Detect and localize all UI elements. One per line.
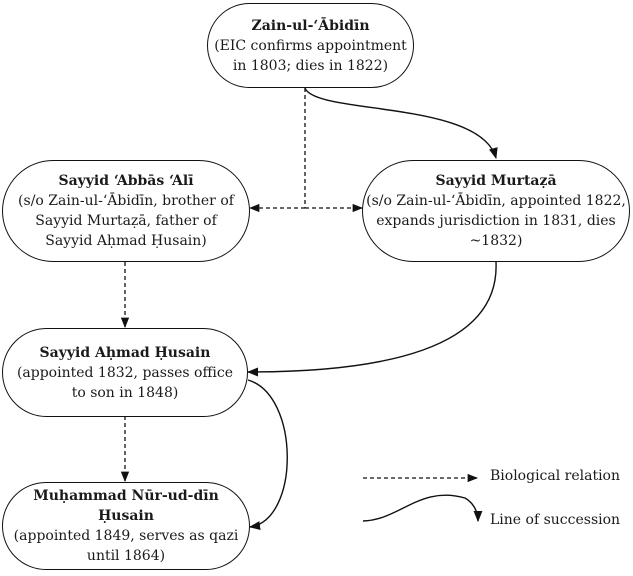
node-title: Sayyid Murtaẓā	[435, 173, 557, 189]
node-sayyid-abbas-ali: Sayyid ‘Abbās ‘Alī (s/o Zain-ul-‘Ābidīn,…	[2, 160, 250, 262]
legend-biological-label: Biological relation	[490, 468, 621, 484]
node-title: Zain-ul-‘Ābidīn	[251, 17, 370, 34]
edge-succ-ahmad-muhammad	[247, 379, 288, 531]
edge-succ-zain-murtaza	[304, 87, 498, 160]
node-title: Sayyid Aḥmad Ḥusain	[39, 344, 211, 361]
node-title: Sayyid ‘Abbās ‘Alī	[58, 173, 194, 189]
node-title: Muḥammad Nūr-ud-dīn Ḥusain	[33, 488, 219, 524]
node-muhammad-nur-ud-din-husain: Muḥammad Nūr-ud-dīn Ḥusain (appointed 18…	[2, 482, 250, 570]
legend-curved-arrow-icon	[362, 494, 483, 523]
edge-succ-murtaza-ahmad	[246, 261, 497, 377]
node-description: (appointed 1832, passes office to son in…	[16, 364, 234, 401]
node-description: (s/o Zain-ul-‘Ābidīn, appointed 1822, ex…	[366, 193, 626, 249]
node-sayyid-ahmad-husain: Sayyid Aḥmad Ḥusain (appointed 1832, pas…	[2, 328, 248, 417]
node-description: (appointed 1849, serves as qazi until 18…	[13, 528, 239, 564]
node-description: (s/o Zain-ul-‘Ābidīn, brother of Sayyid …	[18, 193, 234, 249]
node-description: (EIC confirms appointment in 1803; dies …	[214, 37, 407, 74]
legend-succession-label: Line of succession	[490, 512, 621, 528]
node-zain-ul-abidin: Zain-ul-‘Ābidīn (EIC confirms appointmen…	[207, 3, 414, 88]
node-sayyid-murtaza: Sayyid Murtaẓā (s/o Zain-ul-‘Ābidīn, app…	[362, 160, 630, 262]
